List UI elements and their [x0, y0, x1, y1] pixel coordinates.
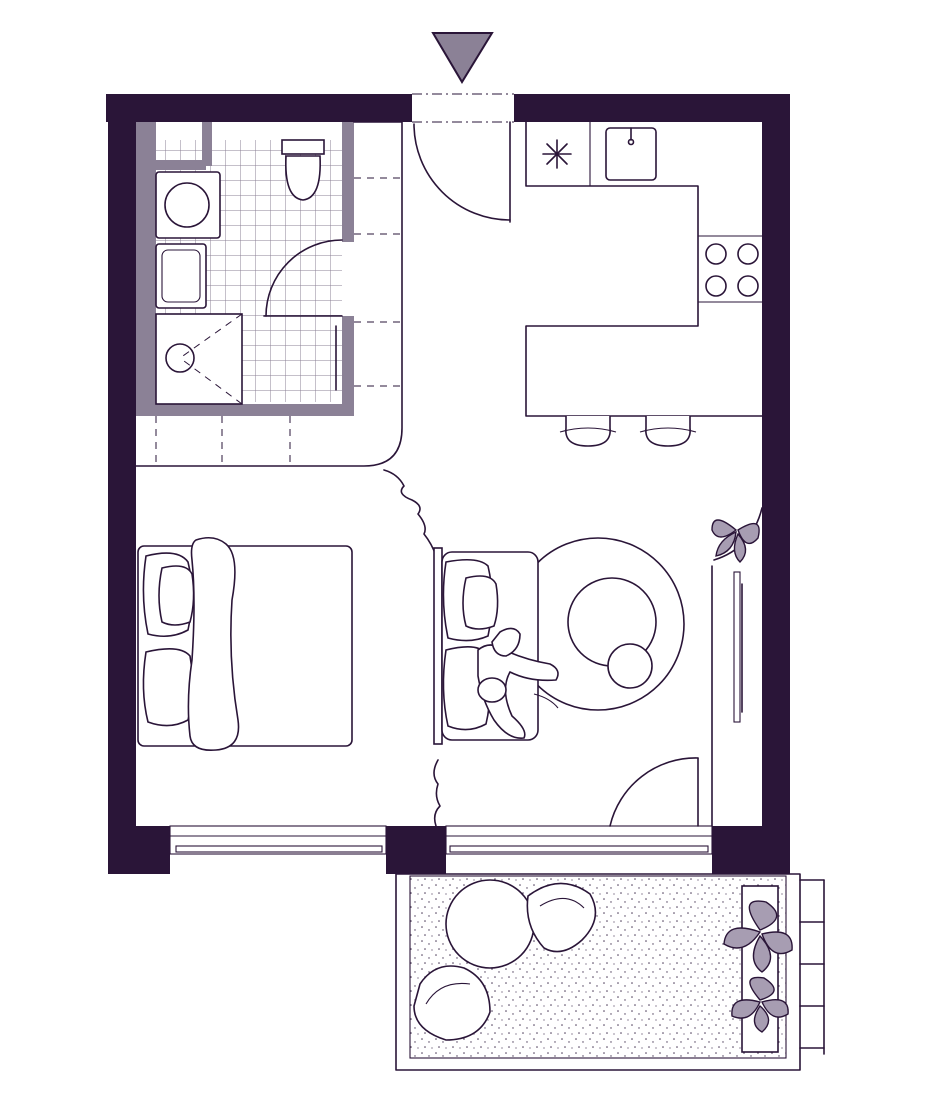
bathroom [136, 122, 354, 416]
balcony-table [445, 879, 535, 969]
plant-icon [731, 976, 789, 1033]
balcony-chair [413, 965, 491, 1041]
exterior-walls [106, 94, 790, 874]
windows [169, 825, 713, 855]
shower [155, 313, 243, 405]
living-area [433, 537, 685, 745]
entrance-arrow-icon [431, 32, 494, 84]
toilet [281, 139, 325, 201]
kitchen [525, 121, 763, 447]
bar-stools [559, 416, 697, 447]
bathroom-sink [155, 243, 207, 309]
person-seated [477, 627, 559, 739]
fridge-snowflake-icon [542, 139, 572, 169]
side-table [607, 643, 653, 689]
entrance-door [412, 93, 514, 223]
plant-icon [723, 900, 793, 973]
balcony [395, 873, 825, 1071]
cooktop [705, 243, 759, 297]
balcony-chair [526, 882, 597, 953]
balcony-railing [799, 879, 825, 1055]
wardrobe-outline [135, 121, 403, 467]
double-bed [137, 536, 353, 752]
zone-divider [383, 469, 441, 827]
plant-icon [711, 519, 760, 563]
